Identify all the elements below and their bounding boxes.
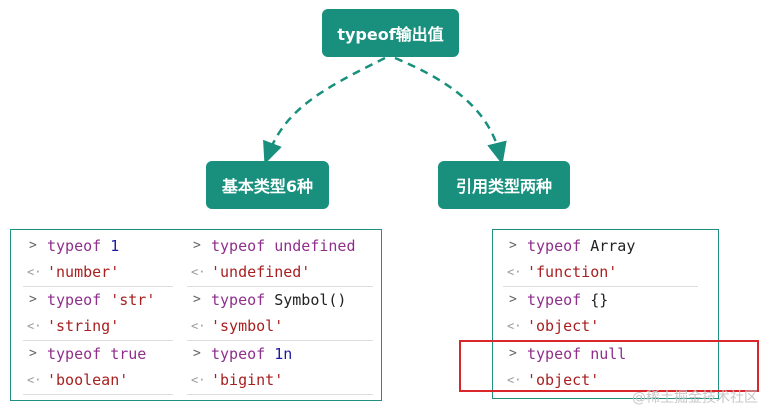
console-entry: > typeof 1 <· 'number' (23, 233, 119, 285)
keyword: typeof (211, 291, 266, 309)
console-entry: > typeof Symbol() <· 'symbol' (187, 287, 346, 339)
keyword: typeof (527, 237, 582, 255)
operand: true (110, 345, 147, 363)
input-prompt-icon: > (509, 238, 517, 253)
output-prompt-icon: <· (507, 373, 522, 387)
console-entry: > typeof 'str' <· 'string' (23, 287, 155, 339)
operand: Symbol() (274, 291, 347, 309)
output-prompt-icon: <· (191, 319, 206, 333)
watermark: @稀土掘金技术社区 (632, 390, 758, 406)
result: 'boolean' (47, 371, 129, 389)
input-prompt-icon: > (29, 238, 37, 253)
keyword: typeof (211, 237, 266, 255)
result: 'string' (47, 317, 120, 335)
divider (23, 394, 173, 395)
output-prompt-icon: <· (507, 265, 522, 279)
output-prompt-icon: <· (27, 319, 42, 333)
console-entry: > typeof null <· 'object' (503, 341, 626, 393)
basic-types-node-label: 基本类型6种 (221, 177, 314, 196)
root-node-label: typeof输出值 (337, 25, 444, 44)
arrow-to-reference-types (394, 56, 507, 165)
console-entry: > typeof {} <· 'object' (503, 287, 608, 339)
input-prompt-icon: > (509, 292, 517, 307)
result: 'bigint' (211, 371, 284, 389)
reference-types-console-panel: > typeof Array <· 'function' > typeof {}… (492, 229, 719, 399)
output-prompt-icon: <· (27, 265, 42, 279)
console-entry: > typeof undefined <· 'undefined' (187, 233, 356, 285)
divider (187, 340, 373, 341)
null-highlight-box (459, 340, 759, 392)
result: 'object' (527, 371, 600, 389)
keyword: typeof (47, 291, 102, 309)
operand: 1n (274, 345, 293, 363)
output-prompt-icon: <· (27, 373, 42, 387)
input-prompt-icon: > (193, 238, 201, 253)
result: 'symbol' (211, 317, 284, 335)
operand: undefined (274, 237, 356, 255)
result: 'number' (47, 263, 120, 281)
output-prompt-icon: <· (191, 373, 206, 387)
input-prompt-icon: > (29, 292, 37, 307)
divider (187, 394, 373, 395)
arrow-to-basic-types (263, 56, 386, 165)
divider (503, 286, 698, 287)
input-prompt-icon: > (29, 346, 37, 361)
basic-types-console-panel: > typeof 1 <· 'number' > typeof undefine… (10, 229, 382, 401)
input-prompt-icon: > (193, 292, 201, 307)
output-prompt-icon: <· (191, 265, 206, 279)
input-prompt-icon: > (509, 346, 517, 361)
operand: null (590, 345, 627, 363)
keyword: typeof (527, 345, 582, 363)
result: 'object' (527, 317, 600, 335)
input-prompt-icon: > (193, 346, 201, 361)
console-entry: > typeof true <· 'boolean' (23, 341, 146, 393)
reference-types-node-label: 引用类型两种 (455, 177, 552, 196)
root-node: typeof输出值 (322, 9, 459, 57)
keyword: typeof (527, 291, 582, 309)
operand: {} (590, 291, 609, 309)
result: 'undefined' (211, 263, 311, 281)
basic-types-node: 基本类型6种 (206, 161, 329, 209)
reference-types-node: 引用类型两种 (438, 161, 570, 209)
console-entry: > typeof 1n <· 'bigint' (187, 341, 292, 393)
operand: 1 (110, 237, 120, 255)
output-prompt-icon: <· (507, 319, 522, 333)
keyword: typeof (47, 237, 102, 255)
operand: Array (590, 237, 636, 255)
operand: 'str' (110, 291, 156, 309)
divider (23, 286, 173, 287)
keyword: typeof (47, 345, 102, 363)
divider (187, 286, 373, 287)
console-entry: > typeof Array <· 'function' (503, 233, 635, 285)
result: 'function' (527, 263, 618, 281)
divider (23, 340, 173, 341)
keyword: typeof (211, 345, 266, 363)
